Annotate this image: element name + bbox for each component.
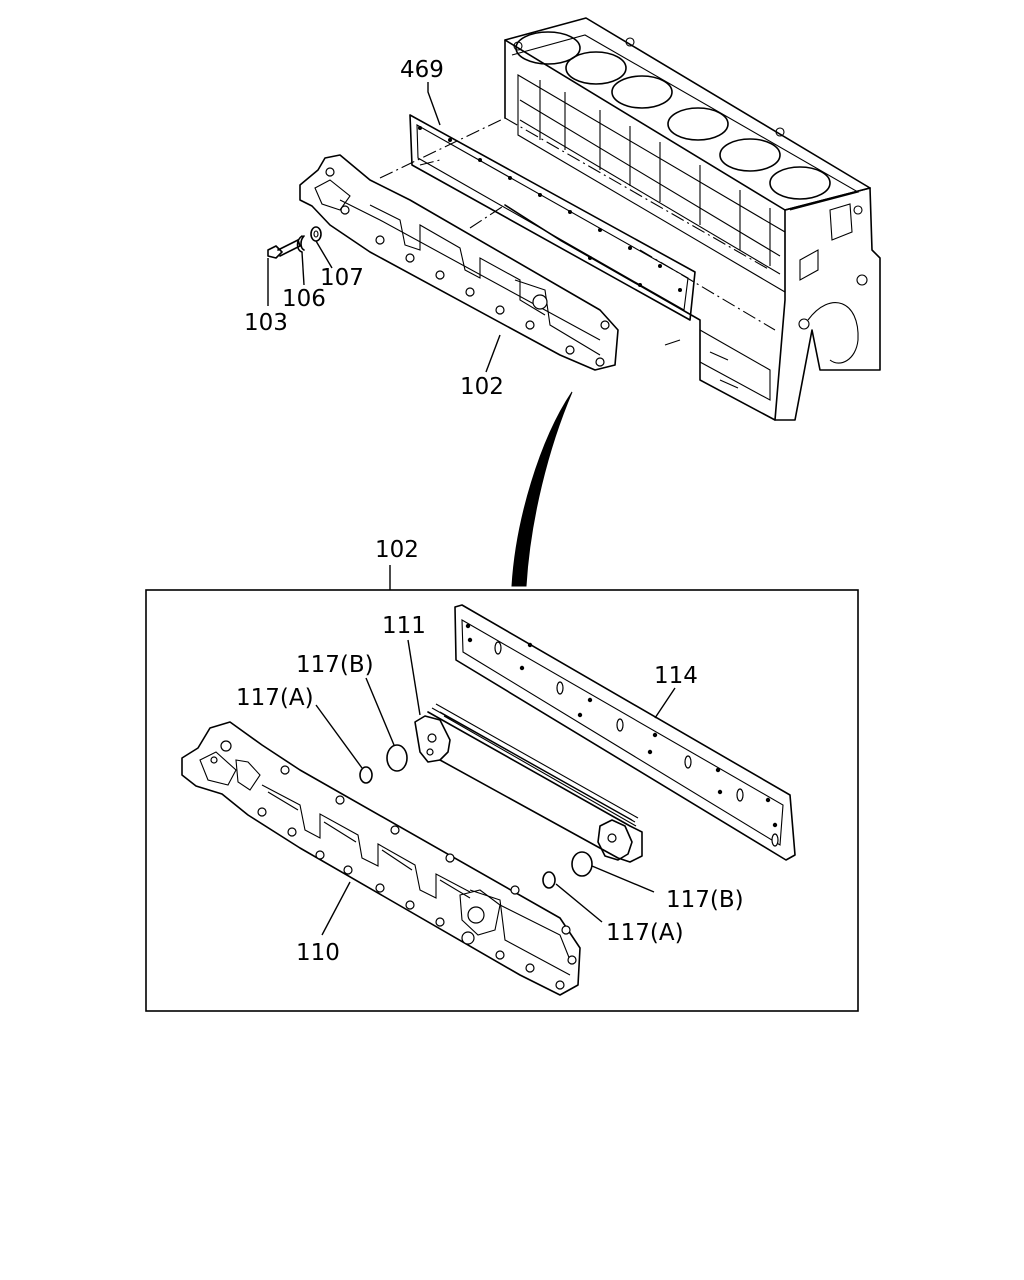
gasket-469 <box>379 114 696 321</box>
oil-cooler-cover-110 <box>181 721 581 996</box>
leader-469 <box>427 82 441 126</box>
label-103: 103 <box>244 310 288 336</box>
leader-106 <box>301 251 305 286</box>
label-117a-left: 117(A) <box>236 685 314 711</box>
leader-111 <box>407 639 421 716</box>
detail-arrow <box>511 391 573 587</box>
detail-box <box>145 589 859 1012</box>
label-117a-right: 117(A) <box>606 920 684 946</box>
leader-117a-right <box>555 883 603 923</box>
leader-114 <box>654 687 676 719</box>
label-102-top: 102 <box>460 374 504 400</box>
label-114: 114 <box>654 663 698 689</box>
label-106: 106 <box>282 286 326 312</box>
leader-117a-left <box>315 704 363 769</box>
leader-107 <box>315 240 333 269</box>
label-469: 469 <box>400 57 444 83</box>
cylinder-bores <box>515 31 831 200</box>
cylinder-block <box>504 17 881 421</box>
label-110: 110 <box>296 940 340 966</box>
washer-107 <box>310 226 322 242</box>
label-117b-right: 117(B) <box>666 887 744 913</box>
lock-washer-106 <box>296 235 305 253</box>
oil-cooler-cover-top <box>299 154 619 371</box>
leader-117b-left <box>365 677 395 746</box>
label-111: 111 <box>382 613 426 639</box>
gasket-114 <box>454 604 796 861</box>
o-ring-117a-right <box>542 871 556 889</box>
oil-cooler-element-111 <box>414 703 643 863</box>
label-107: 107 <box>320 265 364 291</box>
leader-110 <box>321 881 351 936</box>
o-ring-117b-right <box>571 851 593 877</box>
o-ring-117a-left <box>359 766 373 784</box>
leader-117b-right <box>591 865 655 893</box>
label-117b-left: 117(B) <box>296 652 374 678</box>
bolt-103 <box>267 239 301 259</box>
label-102-box: 102 <box>375 537 419 563</box>
o-ring-117b-left <box>386 744 408 772</box>
leader-102-top <box>485 334 501 373</box>
